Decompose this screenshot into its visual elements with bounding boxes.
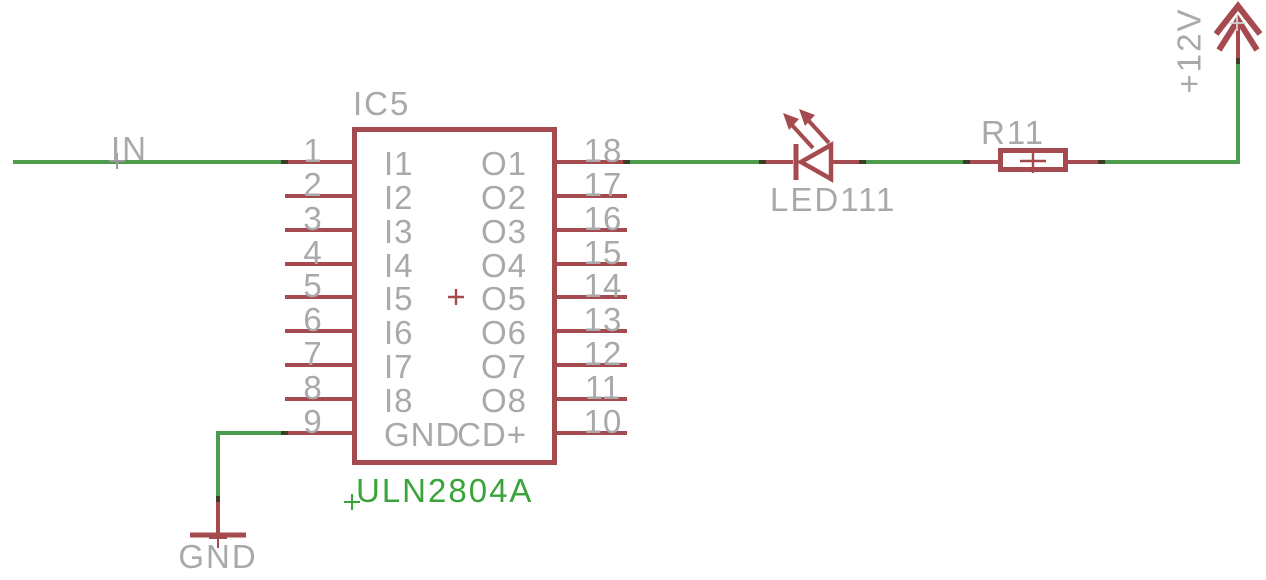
pin-number-13: 13 bbox=[583, 301, 623, 338]
pin-name-o7: O7 bbox=[480, 348, 527, 385]
pin-name-o5: O5 bbox=[480, 280, 527, 317]
ic-designator-label[interactable]: IC5 bbox=[353, 85, 411, 122]
pin-name-i7: I7 bbox=[384, 348, 414, 385]
resistor-symbol[interactable] bbox=[965, 148, 1102, 173]
pin-name-i2: I2 bbox=[384, 179, 414, 216]
vcc-origin-cross-icon bbox=[1229, 15, 1245, 31]
led-designator-label[interactable]: LED111 bbox=[770, 181, 897, 218]
pin-number-15: 15 bbox=[583, 234, 623, 271]
pin-name-i4: I4 bbox=[384, 247, 414, 284]
pin-name-i8: I8 bbox=[384, 382, 414, 419]
pin-number-18: 18 bbox=[583, 132, 623, 169]
pin-number-7: 7 bbox=[303, 335, 323, 372]
net-in-label[interactable]: IN bbox=[111, 130, 148, 167]
pin-number-14: 14 bbox=[583, 267, 623, 304]
net-wires[interactable] bbox=[13, 62, 1240, 500]
pin-number-9: 9 bbox=[303, 403, 323, 440]
wire-pin9-to-gnd[interactable] bbox=[216, 431, 285, 500]
led-light-arrows-icon bbox=[783, 109, 831, 150]
ic-origin-cross-icon bbox=[448, 289, 464, 305]
pin-name-i5: I5 bbox=[384, 280, 414, 317]
ground-symbol[interactable] bbox=[190, 500, 246, 548]
pin-number-16: 16 bbox=[583, 200, 623, 237]
pin-number-4: 4 bbox=[303, 234, 323, 271]
vcc-supply-symbol[interactable] bbox=[1213, 1, 1263, 62]
pin-number-1: 1 bbox=[303, 132, 323, 169]
led-symbol[interactable] bbox=[760, 109, 863, 183]
pin-number-12: 12 bbox=[583, 335, 623, 372]
pin-name-o6: O6 bbox=[480, 314, 527, 351]
pin-number-10: 10 bbox=[583, 403, 623, 440]
resistor-designator-label[interactable]: R11 bbox=[981, 114, 1046, 151]
pin-number-5: 5 bbox=[303, 267, 323, 304]
pin-name-o2: O2 bbox=[480, 179, 527, 216]
pin-name-o8: O8 bbox=[480, 382, 527, 419]
pin-name-i1: I1 bbox=[384, 145, 414, 182]
ground-label[interactable]: GND bbox=[178, 538, 258, 575]
pin-name-gnd: GND bbox=[384, 416, 461, 453]
pin-number-6: 6 bbox=[303, 301, 323, 338]
wire-resistor-to-vcc[interactable] bbox=[1102, 62, 1240, 164]
ic-symbol[interactable] bbox=[285, 127, 627, 465]
pin-name-o1: O1 bbox=[480, 145, 527, 182]
vcc-outer-chevron-icon bbox=[1213, 1, 1263, 36]
junction-marks-icon bbox=[216, 58, 1240, 502]
pin-number-2: 2 bbox=[303, 166, 323, 203]
value-label-origin-cross-icon bbox=[344, 494, 360, 510]
pin-name-i6: I6 bbox=[384, 314, 414, 351]
pin-name-o3: O3 bbox=[480, 213, 527, 250]
ic-left-pin-stubs[interactable] bbox=[285, 160, 352, 435]
pin-name-i3: I3 bbox=[384, 213, 414, 250]
pin-number-11: 11 bbox=[584, 369, 622, 406]
pin-number-3: 3 bbox=[303, 200, 323, 237]
ic-right-pin-stubs[interactable] bbox=[557, 160, 627, 435]
vcc-inner-chevron-icon bbox=[1216, 14, 1260, 52]
pin-name-o4: O4 bbox=[480, 247, 527, 284]
pin-number-8: 8 bbox=[303, 369, 323, 406]
led-triangle[interactable] bbox=[796, 141, 834, 183]
vcc-supply-label[interactable]: +12V bbox=[1170, 7, 1208, 94]
resistor-origin-cross-icon bbox=[1020, 149, 1046, 173]
gnd-origin-cross-icon bbox=[209, 528, 227, 548]
in-label-origin-cross-icon bbox=[109, 153, 125, 169]
ic-value-label[interactable]: ULN2804A bbox=[356, 472, 534, 509]
pin-number-17: 17 bbox=[583, 166, 623, 203]
pin-name-cdplus: CD+ bbox=[457, 416, 527, 453]
